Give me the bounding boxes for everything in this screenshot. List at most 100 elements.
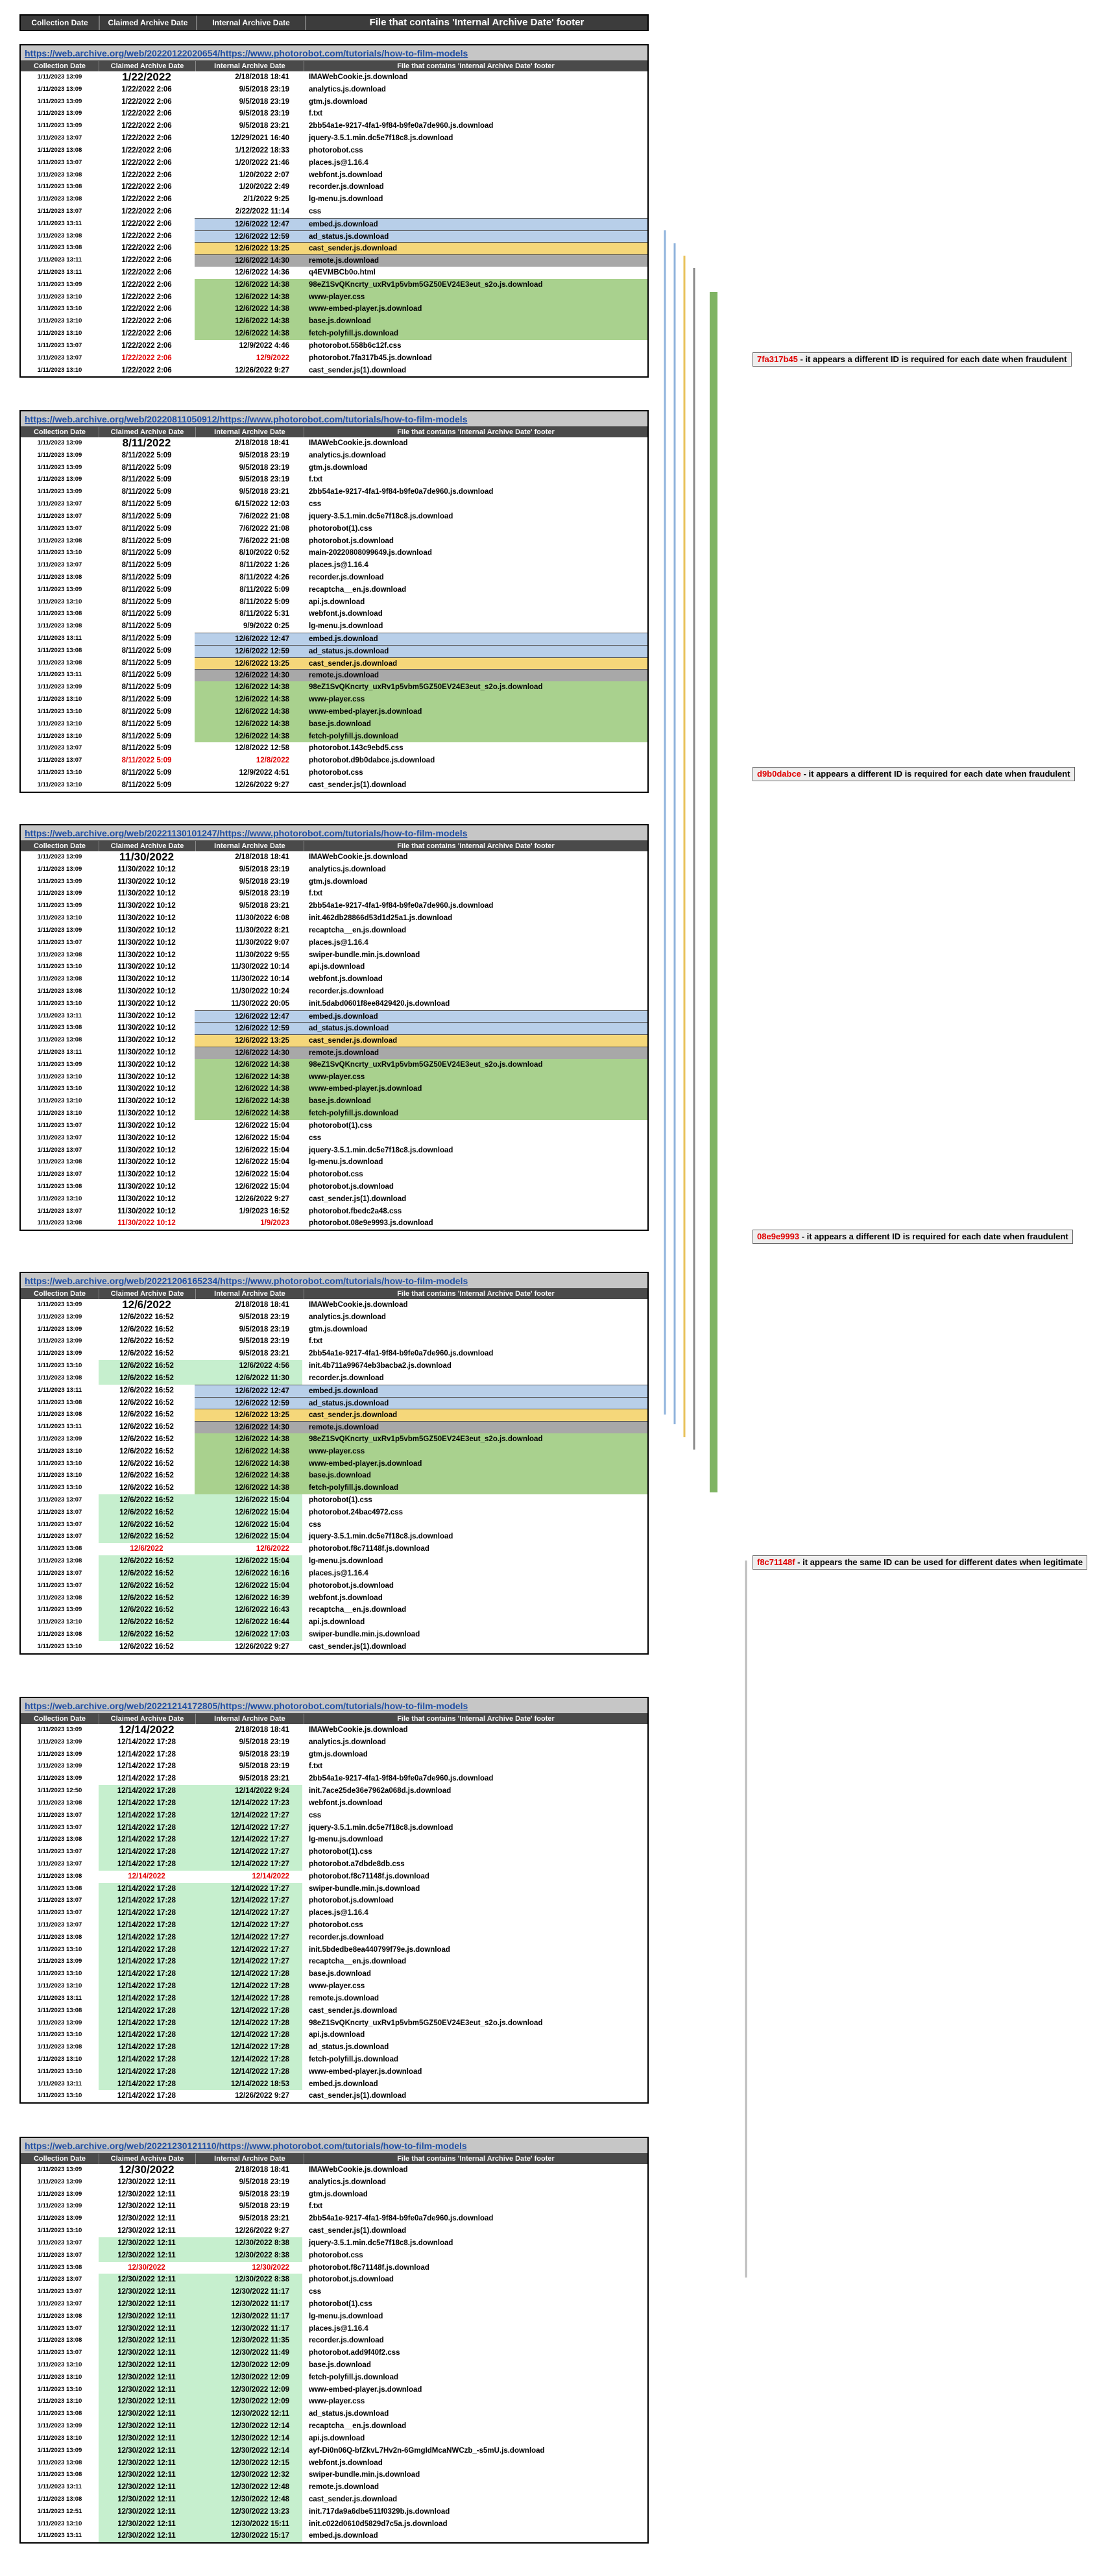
- snapshot-url-link[interactable]: https://web.archive.org/web/202201220206…: [21, 45, 647, 61]
- footer-file-cell: photorobot.f8c71148f.js.download: [309, 1872, 429, 1880]
- internal-date-cell: 8/10/2022 0:52: [239, 549, 289, 557]
- collection-date-cell: 1/11/2023 13:11: [37, 671, 82, 679]
- snapshot-url-link[interactable]: https://web.archive.org/web/202212141728…: [21, 1698, 647, 1714]
- claimed-date-cell: 12/14/2022 17:28: [99, 1895, 195, 1908]
- claimed-date-cell: 12/6/2022 16:52: [99, 1360, 195, 1372]
- claimed-date-cell: 12/30/2022 12:11: [117, 2190, 176, 2198]
- footer-file-cell: photorobot.css: [309, 146, 363, 154]
- collection-date-cell: 1/11/2023 13:07: [37, 1909, 82, 1917]
- internal-date-cell: 12/6/2022 15:04: [195, 1555, 302, 1568]
- snapshot-url-link[interactable]: https://web.archive.org/web/202211301012…: [21, 825, 647, 841]
- footer-file-cell: recaptcha__en.js.download: [309, 926, 407, 934]
- claimed-date-cell: 12/14/2022 17:28: [99, 2065, 195, 2078]
- collection-date-cell: 1/11/2023 13:08: [37, 1799, 82, 1806]
- internal-date-cell: 12/6/2022 16:16: [195, 1567, 302, 1580]
- footer-file-cell: analytics.js.download: [309, 1313, 386, 1321]
- internal-date-cell: 12/14/2022 17:27: [195, 1858, 302, 1871]
- claimed-date-cell: 12/14/2022 17:28: [99, 1797, 195, 1810]
- collection-date-cell: 1/11/2023 13:11: [37, 1994, 82, 2002]
- collection-date-cell: 1/11/2023 13:09: [37, 1337, 82, 1345]
- internal-date-cell: 12/6/2022 14:38: [195, 303, 302, 316]
- claimed-date-cell: 1/22/2022 2:06: [121, 269, 172, 276]
- footer-file-cell: api.js.download: [309, 2031, 365, 2039]
- internal-date-cell: 9/5/2018 23:19: [239, 2202, 289, 2211]
- internal-date-cell: 12/30/2022 12:48: [195, 2481, 302, 2494]
- annotation-text: - it appears a different ID is required …: [799, 1232, 1068, 1242]
- footer-file-cell: cast_sender.js.download: [302, 1034, 647, 1047]
- claimed-date-cell: 12/30/2022 12:11: [99, 2322, 195, 2335]
- snapshot-url-link[interactable]: https://web.archive.org/web/202212301211…: [21, 2138, 647, 2154]
- footer-file-cell: jquery-3.5.1.min.dc5e7f18c8.js.download: [309, 134, 453, 143]
- footer-file-cell: api.js.download: [309, 1618, 365, 1627]
- header-cell: Claimed Archive Date: [99, 1289, 196, 1299]
- collection-date-cell: 1/11/2023 13:09: [37, 585, 82, 593]
- footer-file-cell: gtm.js.download: [309, 1325, 368, 1333]
- claimed-date-cell: 8/11/2022 5:09: [121, 512, 172, 520]
- column-legend: Collection Date Claimed Archive Date Int…: [19, 14, 649, 31]
- collection-date-cell: 1/11/2023 13:07: [37, 561, 82, 569]
- internal-date-cell: 7/6/2022 21:08: [239, 512, 289, 520]
- snapshot-url-link[interactable]: https://web.archive.org/web/202212061652…: [21, 1273, 647, 1289]
- internal-date-cell: 9/5/2018 23:21: [239, 488, 289, 496]
- internal-date-cell: 8/11/2022 1:26: [239, 561, 289, 570]
- claimed-date-cell: 12/6/2022 16:52: [119, 1411, 174, 1419]
- internal-date-cell: 12/14/2022 17:27: [195, 1907, 302, 1919]
- internal-date-cell: 12/6/2022 13:25: [195, 1409, 302, 1422]
- collection-date-cell: 1/11/2023 13:10: [37, 914, 82, 922]
- claimed-date-cell: 8/11/2022 5:09: [121, 585, 172, 594]
- collection-date-cell: 1/11/2023 13:11: [37, 1423, 82, 1431]
- internal-date-cell: 9/5/2018 23:19: [239, 877, 289, 886]
- footer-file-cell: css: [309, 1134, 322, 1142]
- collection-date-cell: 1/11/2023 13:10: [37, 305, 82, 313]
- footer-file-cell: places.js@1.16.4: [309, 938, 368, 947]
- collection-date-cell: 1/11/2023 13:10: [37, 366, 82, 374]
- claimed-date-cell: 12/30/2022 12:11: [99, 2518, 195, 2531]
- footer-file-cell: fetch-polyfill.js.download: [309, 2055, 398, 2063]
- footer-file-cell: 2bb54a1e-9217-4fa1-9f84-b9fe0a7de960.js.…: [309, 1775, 494, 1783]
- internal-date-cell: 12/14/2022 17:27: [195, 1956, 302, 1969]
- claimed-date-cell: 1/22/2022 2:06: [121, 341, 172, 350]
- claimed-date-cell: 12/30/2022 12:11: [99, 2396, 195, 2409]
- internal-date-cell: 12/6/2022 13:25: [195, 657, 302, 670]
- header-cell: Collection Date: [21, 427, 99, 437]
- internal-date-cell: 12/6/2022 14:38: [195, 718, 302, 731]
- collection-date-cell: 1/11/2023 13:07: [37, 1581, 82, 1589]
- collection-date-cell: 1/11/2023 13:10: [37, 2227, 82, 2235]
- internal-date-cell: 12/30/2022 12:32: [195, 2469, 302, 2482]
- internal-date-cell: 12/6/2022 15:04: [235, 1182, 289, 1191]
- footer-file-cell: base.js.download: [302, 1095, 647, 1108]
- collection-date-cell: 1/11/2023 13:07: [37, 1171, 82, 1178]
- internal-date-cell: 12/6/2022 14:38: [195, 705, 302, 718]
- annotation-id: d9b0dabce: [757, 769, 801, 779]
- claimed-date-cell: 12/6/2022 16:52: [99, 1567, 195, 1580]
- collection-date-cell: 1/11/2023 13:08: [37, 1411, 82, 1418]
- internal-date-cell: 12/6/2022 17:03: [195, 1628, 302, 1641]
- header-cell: Claimed Archive Date: [99, 841, 196, 851]
- internal-date-cell: 12/6/2022 14:30: [195, 669, 302, 682]
- claimed-date-cell: 12/6/2022 16:52: [119, 1472, 174, 1480]
- collection-date-cell: 1/11/2023 13:09: [37, 1762, 82, 1770]
- internal-date-cell: 2/18/2018 18:41: [235, 2166, 289, 2174]
- annotation-note: d9b0dabce - it appears a different ID is…: [753, 767, 1075, 782]
- footer-file-cell: www-embed-player.js.download: [302, 1083, 647, 1096]
- header-cell: Internal Archive Date: [196, 2154, 304, 2164]
- collection-date-cell: 1/11/2023 13:10: [37, 2385, 82, 2393]
- snapshot-url-link[interactable]: https://web.archive.org/web/202208110509…: [21, 411, 647, 427]
- collection-date-cell: 1/11/2023 13:07: [37, 757, 82, 764]
- claimed-date-cell: 12/30/2022 12:11: [99, 2457, 195, 2470]
